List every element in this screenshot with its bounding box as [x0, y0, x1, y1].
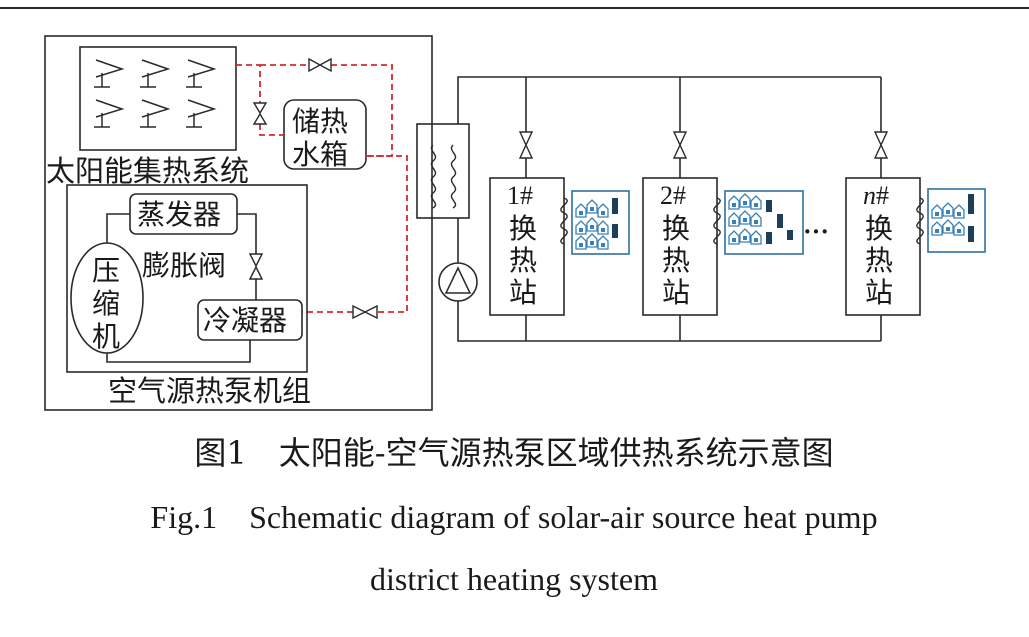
storage-tank-label-1: 储热 — [292, 105, 348, 138]
solar-collector-icon — [186, 99, 217, 128]
building-groups — [571, 188, 986, 255]
ellipsis: ··· — [803, 217, 829, 246]
solar-collector-icon — [94, 59, 125, 88]
building-icon — [612, 198, 618, 214]
caption-cn: 图1 太阳能-空气源热泵区域供热系统示意图 — [194, 434, 833, 472]
station-label-2: 热 — [509, 244, 537, 277]
station-label-1: 换 — [662, 212, 690, 245]
station-label-1: 换 — [509, 212, 537, 245]
solar-collector-icon — [186, 59, 217, 88]
station-label-3: 站 — [662, 276, 690, 309]
building-icon — [968, 226, 974, 242]
station-n: n# 换 热 站 — [845, 177, 921, 316]
compressor-label-1: 压 — [92, 254, 120, 287]
building-icon — [953, 221, 965, 236]
building-icon — [739, 228, 751, 243]
building-icon — [597, 220, 609, 235]
heat-exchanger-icon — [560, 197, 568, 245]
valve-icon — [308, 57, 332, 73]
building-icon — [597, 203, 609, 218]
compressor-label-3: 机 — [92, 320, 120, 353]
distribution-pipes — [457, 76, 882, 342]
valve-icon — [518, 131, 534, 159]
valve-icon — [352, 304, 378, 320]
building-icon — [766, 200, 772, 212]
solar-loop — [236, 64, 408, 313]
building-icon — [931, 204, 943, 219]
building-icon — [942, 219, 954, 234]
solar-collector-icon — [140, 59, 171, 88]
heat-pump-frame — [66, 184, 308, 373]
building-icon — [586, 199, 598, 214]
pump-icon — [438, 262, 478, 302]
valve-icon — [873, 131, 889, 159]
station-label-2: 热 — [865, 244, 893, 277]
station-2: 2# 换 热 站 — [642, 177, 718, 316]
solar-collector-icon — [140, 99, 171, 128]
station-label-3: 站 — [509, 276, 537, 309]
station-1: 1# 换 热 站 — [489, 177, 565, 316]
building-icon — [586, 217, 598, 232]
valve-icon — [252, 102, 268, 125]
station-number: 2# — [660, 181, 686, 210]
station-number: n# — [863, 181, 889, 210]
building-icon — [968, 194, 974, 214]
expansion-valve-label: 膨胀阀 — [142, 249, 226, 282]
refrigerant-loop — [106, 213, 257, 363]
building-icon — [750, 212, 762, 227]
left-subsystem: 太阳能集热系统 储热 水箱 蒸发器 膨胀阀 压 缩 机 — [44, 35, 433, 411]
solar-system-label: 太阳能集热系统 — [46, 154, 249, 188]
building-icon — [728, 212, 740, 227]
station-box — [845, 177, 921, 316]
condenser-label: 冷凝器 — [203, 304, 287, 337]
building-icon — [953, 204, 965, 219]
station-box — [489, 177, 565, 316]
building-icon — [597, 235, 609, 250]
compressor-label-2: 缩 — [92, 287, 120, 320]
building-icon — [942, 202, 954, 217]
building-icon — [750, 195, 762, 210]
building-icon — [931, 221, 943, 236]
valve-icon — [248, 253, 264, 280]
building-icon — [787, 230, 793, 240]
pump-arrow — [444, 266, 472, 294]
solar-collector-panel — [79, 46, 237, 151]
caption-en-line1: Fig.1 Schematic diagram of solar-air sou… — [150, 499, 877, 535]
station-label-1: 换 — [865, 212, 893, 245]
building-icon — [739, 210, 751, 225]
building-icon — [739, 193, 751, 208]
building-icon — [612, 224, 618, 238]
building-icon — [750, 230, 762, 245]
solar-collector-array — [94, 59, 217, 128]
station-label-3: 站 — [865, 276, 893, 309]
building-icon — [575, 203, 587, 218]
station-label-2: 热 — [662, 244, 690, 277]
valve-icon — [672, 131, 688, 159]
building-icon — [728, 195, 740, 210]
outer-frame — [44, 35, 433, 411]
building-icon — [777, 214, 783, 228]
heat-exchanger-icon — [713, 197, 721, 245]
building-frame — [927, 188, 986, 253]
station-box — [642, 177, 718, 316]
building-icon — [766, 232, 772, 244]
storage-tank-label-2: 水箱 — [292, 138, 348, 171]
solar-collector-icon — [94, 99, 125, 128]
heat-exchanger-icon — [916, 197, 924, 245]
heat-exchanger — [416, 123, 470, 219]
station-number: 1# — [507, 181, 533, 210]
building-icon — [575, 220, 587, 235]
evaporator-label: 蒸发器 — [137, 198, 221, 231]
caption-en-line2: district heating system — [370, 561, 658, 597]
building-icon — [728, 230, 740, 245]
building-icon — [586, 233, 598, 248]
heat-exchanger-icon — [430, 144, 457, 209]
heat-pump-label: 空气源热泵机组 — [108, 374, 311, 408]
building-icon — [575, 235, 587, 250]
distribution-network: 1# 换 热 站 2# 换 热 站 n# 换 热 站 ··· — [416, 76, 986, 342]
